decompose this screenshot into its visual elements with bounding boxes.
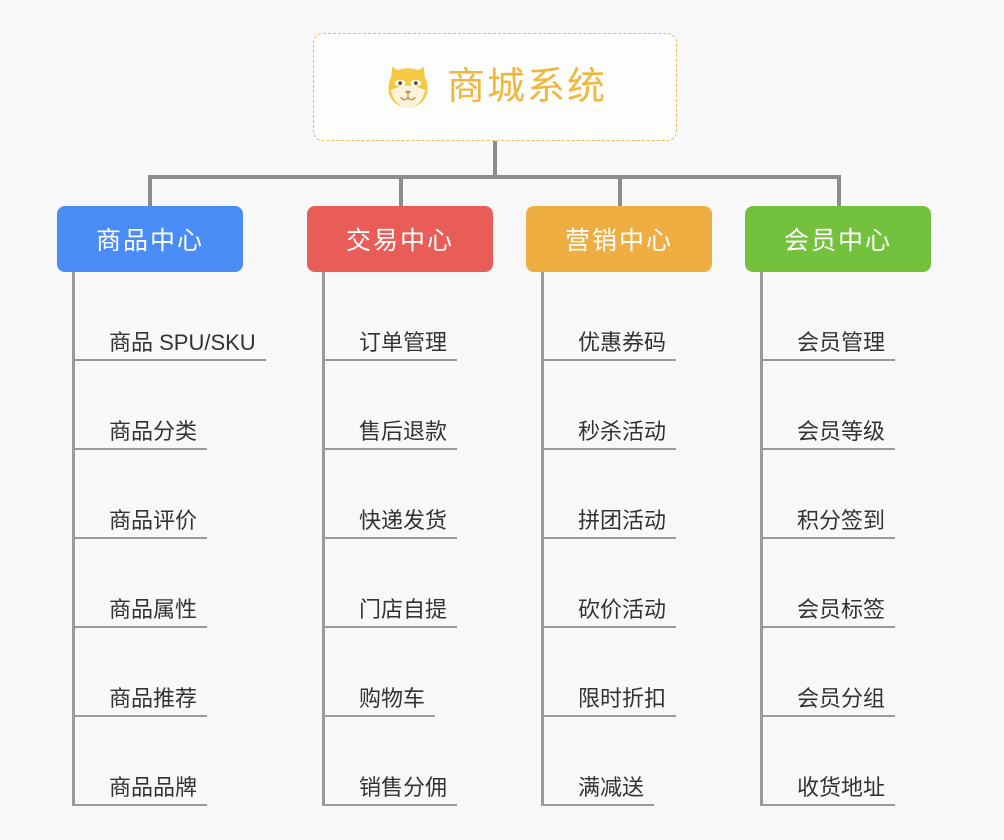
sub-item[interactable]: 销售分佣 [325, 717, 457, 806]
sub-item[interactable]: 门店自提 [325, 539, 457, 628]
sub-item-label: 优惠券码 [578, 329, 667, 355]
sub-item[interactable]: 购物车 [325, 628, 435, 717]
connector-drop-trade-center [399, 175, 403, 208]
sub-item[interactable]: 拼团活动 [544, 450, 676, 539]
sub-item[interactable]: 商品分类 [75, 361, 207, 450]
sub-item-label: 限时折扣 [578, 685, 667, 711]
sub-item-label: 快递发货 [359, 507, 448, 533]
sub-item-label: 砍价活动 [578, 596, 667, 622]
category-box-trade-center[interactable]: 交易中心 [307, 206, 493, 272]
sub-item[interactable]: 收货地址 [763, 717, 895, 806]
sub-item-label: 门店自提 [359, 596, 448, 622]
column-trunk [72, 272, 75, 806]
connector-drop-member-center [837, 175, 841, 208]
category-label: 商品中心 [95, 227, 204, 255]
sub-item-label: 商品推荐 [109, 685, 198, 711]
category-box-product-center[interactable]: 商品中心 [57, 206, 243, 272]
category-label: 会员中心 [783, 227, 892, 255]
sub-item[interactable]: 快递发货 [325, 450, 457, 539]
sub-item[interactable]: 积分签到 [763, 450, 895, 539]
sub-item[interactable]: 秒杀活动 [544, 361, 676, 450]
sub-item[interactable]: 商品评价 [75, 450, 207, 539]
sub-item[interactable]: 订单管理 [325, 272, 457, 361]
root-title: 商城系统 [446, 66, 607, 108]
column-trunk [760, 272, 763, 806]
sub-item[interactable]: 售后退款 [325, 361, 457, 450]
sub-item[interactable]: 砍价活动 [544, 539, 676, 628]
category-label: 交易中心 [345, 227, 454, 255]
sub-item-label: 会员分组 [797, 685, 886, 711]
sub-item-label: 商品 SPU/SKU [109, 329, 256, 355]
sub-item-label: 订单管理 [359, 329, 448, 355]
root-node[interactable]: 商城系统 [313, 33, 677, 141]
sub-item-label: 商品评价 [109, 507, 198, 533]
sub-item[interactable]: 限时折扣 [544, 628, 676, 717]
connector-drop-marketing-center [618, 175, 622, 208]
sub-item-label: 积分签到 [797, 507, 886, 533]
column-trunk [541, 272, 544, 806]
sub-item-label: 商品属性 [109, 596, 198, 622]
sub-item-label: 售后退款 [359, 418, 448, 444]
sub-item-label: 秒杀活动 [578, 418, 667, 444]
sub-item[interactable]: 满减送 [544, 717, 654, 806]
sub-item-label: 商品分类 [109, 418, 198, 444]
sub-item-label: 会员等级 [797, 418, 886, 444]
sub-item[interactable]: 优惠券码 [544, 272, 676, 361]
sub-item[interactable]: 商品推荐 [75, 628, 207, 717]
sub-item-label: 收货地址 [797, 774, 886, 800]
sub-item-label: 购物车 [359, 685, 426, 711]
sub-item[interactable]: 会员分组 [763, 628, 895, 717]
sub-item[interactable]: 商品品牌 [75, 717, 207, 806]
category-box-marketing-center[interactable]: 营销中心 [526, 206, 712, 272]
sub-item[interactable]: 商品属性 [75, 539, 207, 628]
category-box-member-center[interactable]: 会员中心 [745, 206, 931, 272]
sub-item-label: 商品品牌 [109, 774, 198, 800]
dog-face-icon [388, 66, 428, 108]
sub-item[interactable]: 商品 SPU/SKU [75, 272, 266, 361]
category-label: 营销中心 [564, 227, 673, 255]
sub-item-label: 会员管理 [797, 329, 886, 355]
column-trunk [322, 272, 325, 806]
sub-item-label: 拼团活动 [578, 507, 667, 533]
sub-item-label: 销售分佣 [359, 774, 448, 800]
connector-root-stem [493, 141, 497, 178]
sub-item[interactable]: 会员管理 [763, 272, 895, 361]
connector-drop-product-center [148, 175, 152, 208]
sub-item-label: 满减送 [578, 774, 645, 800]
sub-item-label: 会员标签 [797, 596, 886, 622]
sub-item[interactable]: 会员等级 [763, 361, 895, 450]
connector-horizontal-bus [148, 175, 840, 179]
sub-item[interactable]: 会员标签 [763, 539, 895, 628]
